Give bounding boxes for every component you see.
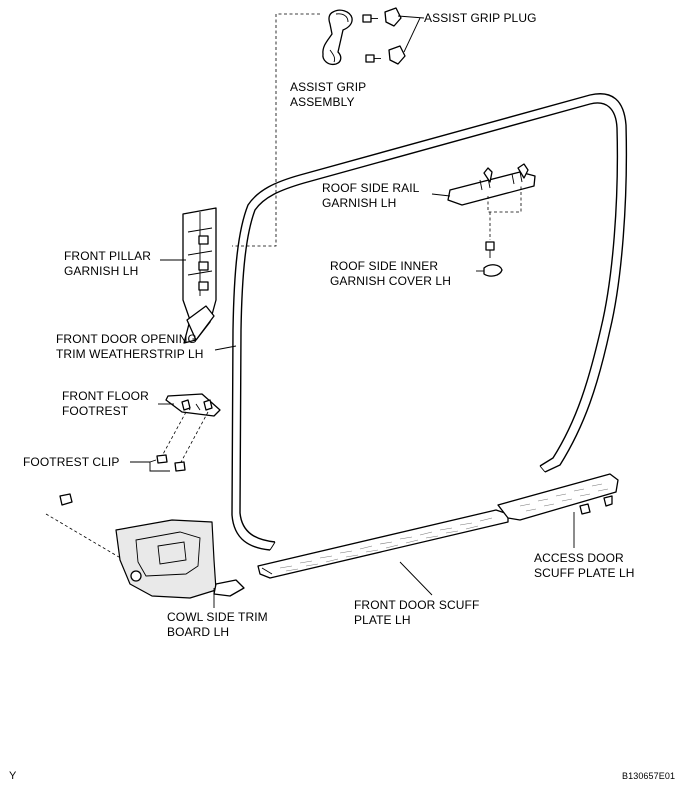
roof-side-rail-garnish <box>447 163 536 206</box>
label-roof-side-inner-cover-line1: ROOF SIDE INNER <box>330 259 439 273</box>
assist-grip-screws <box>362 14 381 63</box>
cowl-side-trim-board <box>115 519 245 599</box>
label-cowl-side-trim-line2: BOARD LH <box>167 625 230 639</box>
label-front-pillar-garnish-line1: FRONT PILLAR <box>64 249 151 263</box>
assist-grip-assembly <box>322 9 353 66</box>
label-cowl-side-trim-line1: COWL SIDE TRIM <box>167 610 268 624</box>
label-front-floor-footrest-line2: FOOTREST <box>62 404 129 418</box>
cowl-side-clip <box>59 493 73 506</box>
label-roof-side-rail-garnish-line1: ROOF SIDE RAIL <box>322 181 420 195</box>
label-assist-grip-plug: ASSIST GRIP PLUG <box>424 11 537 25</box>
label-roof-side-inner-cover-line2: GARNISH COVER LH <box>330 274 451 288</box>
front-floor-footrest <box>165 393 221 417</box>
assist-grip-plug-parts <box>384 7 406 65</box>
access-door-scuff-plate <box>497 473 619 521</box>
footrest-clips <box>156 454 186 472</box>
roof-rail-screw <box>485 241 495 258</box>
label-front-door-scuff-line2: PLATE LH <box>354 613 411 627</box>
label-footrest-clip: FOOTREST CLIP <box>23 455 120 469</box>
label-access-door-scuff-line2: SCUFF PLATE LH <box>534 566 635 580</box>
label-access-door-scuff-line1: ACCESS DOOR <box>534 551 624 565</box>
front-pillar-garnish <box>182 207 217 344</box>
label-front-door-scuff-line1: FRONT DOOR SCUFF <box>354 598 480 612</box>
label-assist-grip-assembly-line2: ASSEMBLY <box>290 95 355 109</box>
label-assist-grip-assembly-line1: ASSIST GRIP <box>290 80 367 94</box>
label-roof-side-rail-garnish-line2: GARNISH LH <box>322 196 397 210</box>
label-weatherstrip-line1: FRONT DOOR OPENING <box>56 332 197 346</box>
roof-side-inner-garnish-cover <box>483 264 503 277</box>
label-weatherstrip-line2: TRIM WEATHERSTRIP LH <box>56 347 204 361</box>
front-door-scuff-plate <box>257 509 509 579</box>
front-door-opening-weatherstrip <box>231 93 628 551</box>
label-front-pillar-garnish-line2: GARNISH LH <box>64 264 139 278</box>
footer-left-code: Y <box>9 770 17 782</box>
footer-figure-code: B130657E01 <box>622 771 676 781</box>
label-front-floor-footrest-line1: FRONT FLOOR <box>62 389 149 403</box>
